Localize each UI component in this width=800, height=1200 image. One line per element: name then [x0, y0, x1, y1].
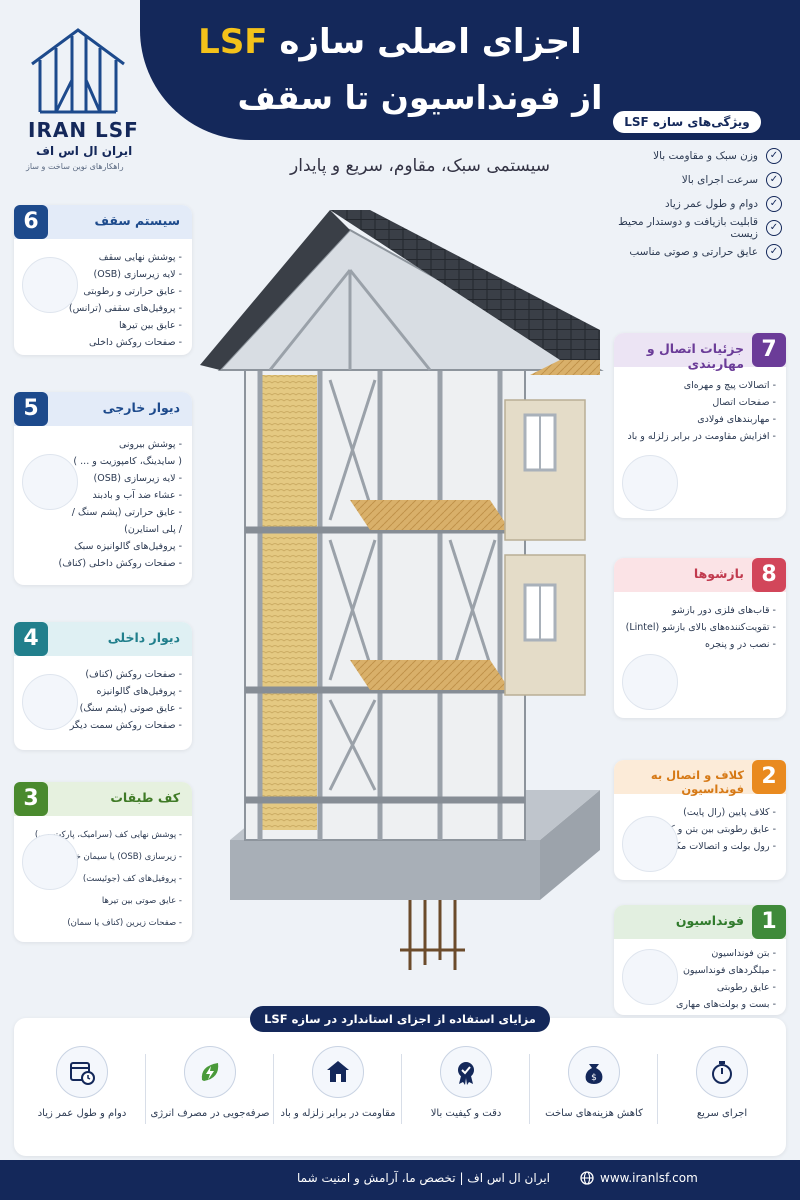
features-title: ویژگی‌های سازه LSF [612, 110, 762, 134]
card-exterior-wall: 5 دیوار خارجی - پوشش بیرونی ( سایدینگ، ک… [14, 392, 192, 585]
benefits-title: مزایای استفاده از اجزای استاندارد در ساز… [250, 1006, 550, 1032]
globe-icon [580, 1171, 594, 1185]
card-items: - صفحات روکش (کناف) - پروفیل‌های گالوانی… [69, 669, 182, 731]
step-badge: 8 [752, 558, 786, 592]
step-badge: 7 [752, 333, 786, 367]
card-foundation: 1 فونداسیون - بتن فونداسیون - میلگردهای … [614, 905, 786, 1015]
check-icon: ✓ [766, 148, 782, 164]
feature-item: ✓سرعت اجرای بالا [592, 168, 782, 192]
benefit-item: دقت و کیفیت بالا [402, 1046, 530, 1119]
benefit-item: صرفه‌جویی در مصرف انرژی [146, 1046, 274, 1119]
check-icon: ✓ [766, 244, 782, 260]
money-bag-icon: $ [568, 1046, 620, 1098]
logo-icon [31, 28, 125, 114]
card-title: فونداسیون [675, 913, 744, 928]
sill-plate-icon [622, 816, 678, 872]
title-prefix: اجزای اصلی سازه [279, 22, 582, 62]
benefit-item: $ کاهش هزینه‌های ساخت [530, 1046, 658, 1119]
feature-item: ✓عایق حرارتی و صوتی مناسب [592, 240, 782, 264]
page-title-line2: از فونداسیون تا سقف [237, 78, 603, 117]
logo: IRAN LSF ایران ال اس اف راهکارهای نوین س… [18, 20, 168, 171]
website-link[interactable]: www.iranlsf.com [580, 1171, 698, 1185]
calendar-clock-icon [56, 1046, 108, 1098]
card-title: جزئیات اتصال و مهاربندی [646, 341, 744, 371]
card-title: بازشوها [693, 566, 744, 581]
step-badge: 1 [752, 905, 786, 939]
card-title: کف طبقات [110, 790, 180, 805]
step-badge: 3 [14, 782, 48, 816]
rebar [400, 900, 465, 970]
check-icon: ✓ [766, 172, 782, 188]
stopwatch-icon [696, 1046, 748, 1098]
card-roof-system: 6 سیستم سقف - پوشش نهایی سقف - لایه زیرس… [14, 205, 192, 355]
step-badge: 5 [14, 392, 48, 426]
feature-item: ✓وزن سبک و مقاومت بالا [592, 144, 782, 168]
lsf-building-illustration [200, 210, 604, 970]
title-brand: LSF [198, 22, 268, 62]
card-title: دیوار داخلی [107, 630, 180, 645]
benefit-item: مقاومت در برابر زلزله و باد [274, 1046, 402, 1119]
card-items: - پوشش نهایی کف (سرامیک، پارکت و...) - ز… [34, 830, 182, 928]
house-shield-icon [312, 1046, 364, 1098]
footer: ایران ال اس اف | تخصص ما، آرامش و امنیت … [0, 1160, 800, 1200]
footer-slogan: ایران ال اس اف | تخصص ما، آرامش و امنیت … [296, 1171, 550, 1185]
card-items: - قاب‌های فلزی دور بازشو - تقویت‌کننده‌ه… [625, 605, 776, 650]
roof-icon [22, 257, 78, 313]
wall-layers-icon [22, 454, 78, 510]
card-items: - بتن فونداسیون - میلگردهای فونداسیون - … [675, 948, 776, 1010]
svg-text:$: $ [591, 1073, 597, 1083]
benefit-item: دوام و طول عمر زیاد [18, 1046, 146, 1119]
card-foundation-link: 2 کلاف و اتصال به فونداسیون - کلاف پایین… [614, 760, 786, 880]
step-badge: 4 [14, 622, 48, 656]
card-items: - اتصالات پیچ و مهره‌ای - صفحات اتصال - … [627, 380, 776, 442]
benefits-panel: مزایای استفاده از اجزای استاندارد در ساز… [14, 1006, 786, 1156]
floor-layers-icon [22, 834, 78, 890]
card-items: - پوشش نهایی سقف - لایه زیرسازی (OSB) - … [68, 252, 182, 348]
card-interior-wall: 4 دیوار داخلی - صفحات روکش (کناف) - پروف… [14, 622, 192, 750]
check-icon: ✓ [766, 220, 782, 236]
card-title: سیستم سقف [94, 213, 180, 228]
header: اجزای اصلی سازه LSF از فونداسیون تا سقف [0, 0, 800, 150]
card-title: دیوار خارجی [102, 400, 180, 415]
card-connections: 7 جزئیات اتصال و مهاربندی - اتصالات پیچ … [614, 333, 786, 518]
feature-item: ✓دوام و طول عمر زیاد [592, 192, 782, 216]
roof-tiles [330, 210, 600, 360]
card-items: - کلاف پایین (رال پایت) - عایق رطوبتی بی… [654, 807, 776, 852]
quality-badge-icon [440, 1046, 492, 1098]
step-badge: 2 [752, 760, 786, 794]
check-icon: ✓ [766, 196, 782, 212]
benefit-item: اجرای سریع [658, 1046, 786, 1119]
step-badge: 6 [14, 205, 48, 239]
energy-leaf-icon [184, 1046, 236, 1098]
feature-item: ✓قابلیت بازیافت و دوستدار محیط زیست [592, 216, 782, 240]
bolted-joint-icon [622, 455, 678, 511]
features-panel: ویژگی‌های سازه LSF ✓وزن سبک و مقاومت بال… [592, 110, 782, 264]
page-title: اجزای اصلی سازه LSF [170, 22, 610, 62]
interior-wall-icon [22, 674, 78, 730]
logo-name: IRAN LSF [28, 118, 139, 142]
card-floor: 3 کف طبقات - پوشش نهایی کف (سرامیک، پارک… [14, 782, 192, 942]
foundation-block-icon [622, 949, 678, 1005]
window-icon [622, 654, 678, 710]
subtitle: سیستمی سبک، مقاوم، سریع و پایدار [290, 156, 550, 176]
card-title: کلاف و اتصال به فونداسیون [650, 768, 744, 796]
card-items: - پوشش بیرونی ( سایدینگ، کامپوزیت و ... … [58, 439, 182, 569]
logo-name-fa: ایران ال اس اف [36, 144, 133, 158]
logo-tagline: راهکارهای نوین ساخت و ساز [26, 162, 124, 171]
card-openings: 8 بازشوها - قاب‌های فلزی دور بازشو - تقو… [614, 558, 786, 718]
